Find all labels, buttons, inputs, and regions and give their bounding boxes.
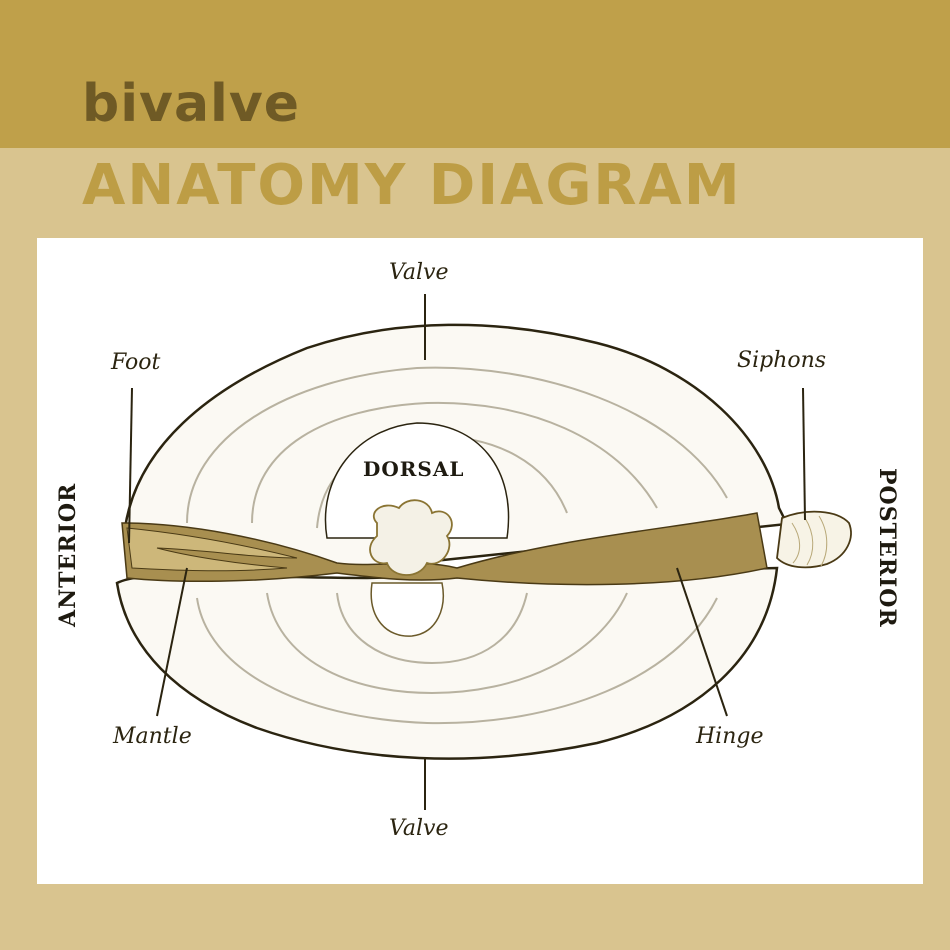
siphons-shape — [777, 512, 851, 568]
bivalve-illustration — [37, 238, 923, 884]
label-posterior: POSTERIOR — [874, 468, 900, 628]
label-hinge: Hinge — [696, 726, 764, 748]
label-valve-bottom: Valve — [389, 818, 448, 840]
leader-siphons — [803, 388, 805, 520]
lower-valve-shape — [117, 568, 777, 759]
center-body — [370, 500, 452, 575]
label-foot: Foot — [111, 352, 160, 374]
label-siphons: Siphons — [737, 350, 826, 372]
label-valve-top: Valve — [389, 262, 448, 284]
label-dorsal: DORSAL — [363, 457, 464, 481]
page-title: ANATOMY DIAGRAM — [82, 158, 742, 214]
diagram-panel: Valve Foot Siphons Mantle Hinge Valve DO… — [37, 238, 923, 884]
label-mantle: Mantle — [113, 726, 192, 748]
subtitle: bivalve — [82, 78, 300, 130]
label-anterior: ANTERIOR — [55, 483, 81, 627]
